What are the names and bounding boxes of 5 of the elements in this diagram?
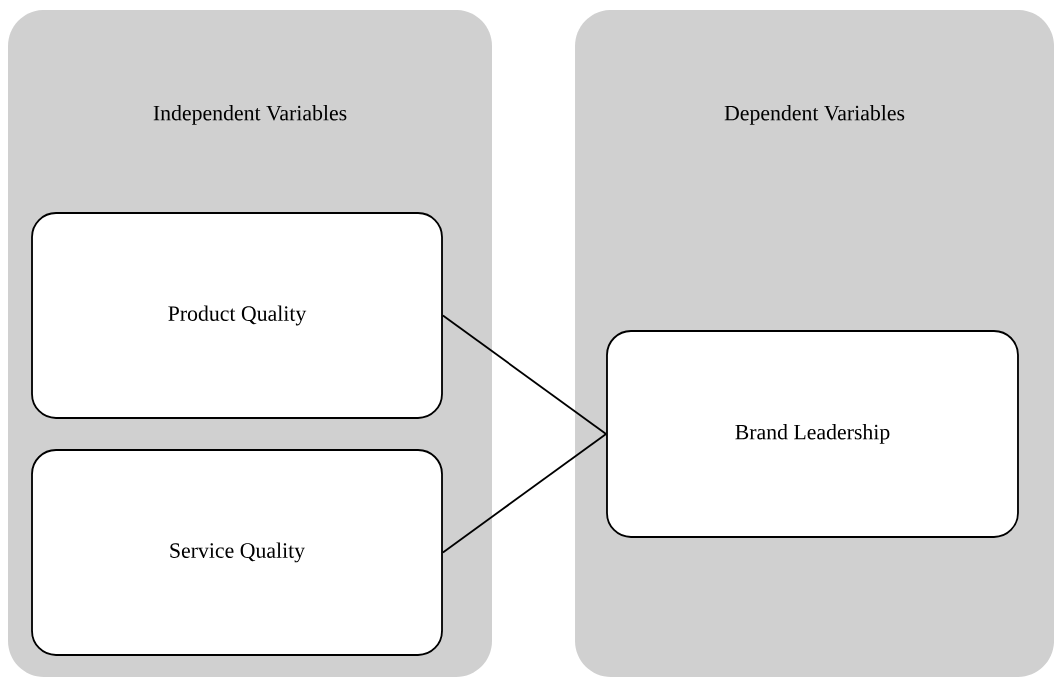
connector-line — [442, 433, 607, 554]
variable-box: Brand Leadership — [606, 330, 1019, 538]
variable-box: Product Quality — [31, 212, 443, 419]
connector-line — [442, 314, 607, 435]
variable-box: Service Quality — [31, 449, 443, 656]
